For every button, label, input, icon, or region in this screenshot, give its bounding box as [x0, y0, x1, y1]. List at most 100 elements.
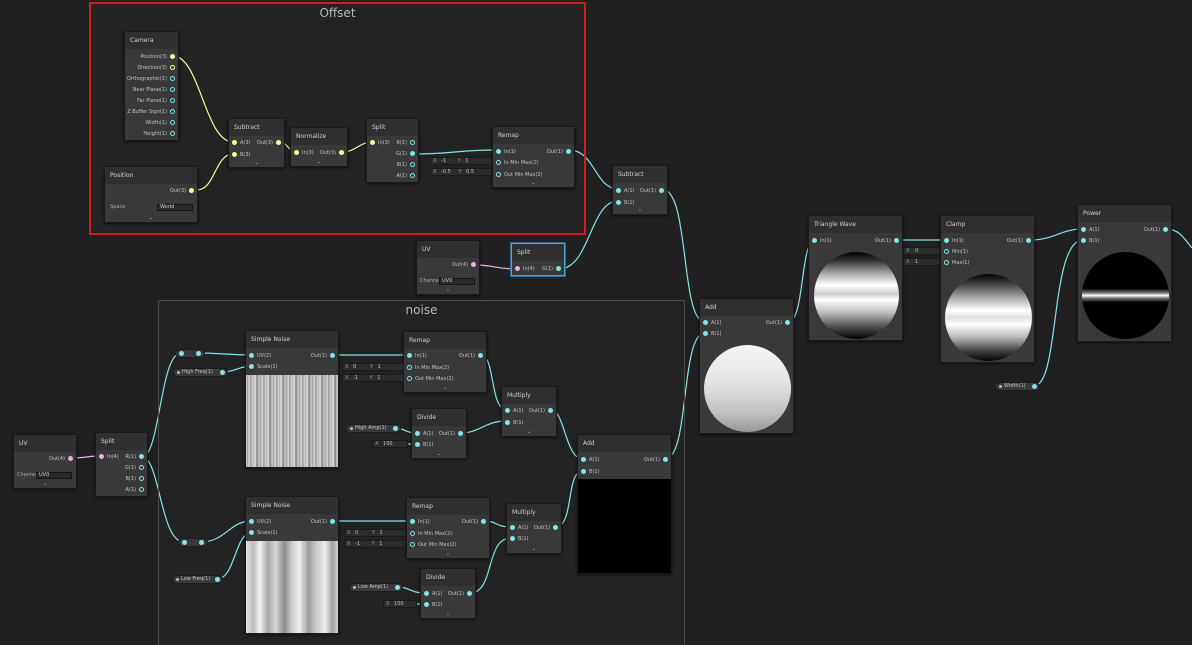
reroute-out-port[interactable]: [196, 351, 201, 356]
multiply-a-port[interactable]: [505, 408, 510, 413]
divide-a-port[interactable]: [424, 591, 429, 596]
collapse-chevron[interactable]: ⌄: [148, 215, 154, 221]
clamp-in-port[interactable]: [944, 238, 949, 243]
subtract-node[interactable]: Subtract A(3) B(3) Out(3) ⌄: [228, 118, 285, 168]
add-b-port[interactable]: [703, 331, 708, 336]
remap-outminmax-port[interactable]: [496, 172, 501, 177]
camera-node[interactable]: Camera Position(3) Direction(3) Orthogra…: [124, 31, 179, 141]
clamp-max-port[interactable]: [944, 260, 949, 265]
remap-in-port[interactable]: [410, 519, 415, 524]
divide-out-port[interactable]: [467, 591, 472, 596]
add-b-port[interactable]: [581, 469, 586, 474]
camera-port[interactable]: [170, 131, 175, 136]
remap-inminmax-port[interactable]: [496, 160, 501, 165]
normalize-in-port[interactable]: [294, 150, 299, 155]
reroute-node[interactable]: [175, 349, 205, 358]
reroute-out-port[interactable]: [199, 540, 204, 545]
multiply-a-port[interactable]: [510, 525, 515, 530]
max-value[interactable]: 1: [915, 259, 919, 265]
collapse-chevron[interactable]: ⌄: [254, 160, 259, 166]
simple-noise-node[interactable]: Simple Noise UV(2) Scale(1) Out(1): [245, 330, 339, 468]
split-b-port[interactable]: [139, 476, 144, 481]
collapse-chevron[interactable]: ⌄: [42, 481, 48, 487]
multiply-out-port[interactable]: [553, 525, 558, 530]
multiply-node[interactable]: Multiply A(1) B(1) Out(1) ⌄: [501, 386, 557, 437]
split-in-port[interactable]: [515, 266, 520, 271]
camera-port[interactable]: [170, 98, 175, 103]
split-in-port[interactable]: [370, 140, 375, 145]
noise-out-port[interactable]: [330, 353, 335, 358]
remap-out-port[interactable]: [566, 149, 571, 154]
split-in-port[interactable]: [99, 454, 104, 459]
divide-out-port[interactable]: [458, 431, 463, 436]
x-value[interactable]: -1: [353, 375, 359, 381]
camera-position-port[interactable]: [170, 54, 175, 59]
remap-inminmax-input[interactable]: X -1 Y 1: [430, 157, 492, 165]
width-property[interactable]: Width(1): [995, 382, 1040, 391]
power-out-port[interactable]: [1163, 227, 1168, 232]
collapse-chevron[interactable]: ⌄: [445, 551, 451, 557]
collapse-chevron[interactable]: ⌄: [526, 429, 532, 435]
subtract-out-port[interactable]: [659, 188, 664, 193]
split-g-port[interactable]: [410, 151, 415, 156]
y-value[interactable]: 1: [465, 158, 469, 164]
clamp-min-input[interactable]: X 0: [903, 247, 940, 255]
position-node[interactable]: Position Out(3) Space World ⌄: [104, 166, 198, 223]
collapse-chevron[interactable]: ⌄: [445, 287, 451, 293]
y-value[interactable]: 1: [379, 541, 383, 547]
triangle-out-port[interactable]: [894, 238, 899, 243]
x-value[interactable]: 0: [355, 530, 359, 536]
camera-port[interactable]: [170, 87, 175, 92]
clamp-min-port[interactable]: [944, 249, 949, 254]
uv-out-port[interactable]: [471, 262, 476, 267]
noise-out-port[interactable]: [330, 519, 335, 524]
split-node[interactable]: Split In(3) R(1) G(1) B(1) A(1): [366, 118, 419, 183]
subtract-out-port[interactable]: [276, 140, 281, 145]
noise-scale-port[interactable]: [249, 364, 254, 369]
normalize-node[interactable]: Normalize In(3) Out(3) ⌄: [290, 127, 348, 167]
split-r-port[interactable]: [410, 140, 415, 145]
remap-inminmax-port[interactable]: [407, 365, 412, 370]
uv-node[interactable]: UV Out(4) Channe UV0 ⌄: [416, 240, 480, 295]
power-node[interactable]: Power A(1) B(1) Out(1): [1077, 204, 1172, 342]
subtract-a-port[interactable]: [232, 140, 237, 145]
camera-port[interactable]: [170, 120, 175, 125]
collapse-chevron[interactable]: ⌄: [637, 207, 643, 213]
divide-node[interactable]: Divide A(1) B(1) Out(1) ⌄: [411, 408, 467, 459]
y-value[interactable]: 1: [377, 364, 381, 370]
x-value[interactable]: -1: [441, 158, 447, 164]
split-r-port[interactable]: [139, 454, 144, 459]
subtract-b-port[interactable]: [232, 152, 237, 157]
b-value[interactable]: 100: [383, 441, 393, 447]
remap-inminmax-input[interactable]: X 0 Y 1: [342, 363, 404, 371]
x-value[interactable]: 0: [353, 364, 357, 370]
collapse-chevron[interactable]: ⌄: [531, 180, 536, 186]
channel-dropdown[interactable]: UV0: [439, 278, 475, 285]
reroute-in-port[interactable]: [179, 351, 184, 356]
clamp-out-port[interactable]: [1026, 238, 1031, 243]
split-a-port[interactable]: [139, 487, 144, 492]
x-value[interactable]: -1: [355, 541, 361, 547]
space-dropdown[interactable]: World: [157, 204, 193, 211]
add-out-port[interactable]: [785, 320, 790, 325]
multiply-b-port[interactable]: [510, 536, 515, 541]
channel-dropdown[interactable]: UV0: [36, 472, 72, 479]
remap-in-port[interactable]: [496, 149, 501, 154]
low-amp-property[interactable]: Low Amp(1): [349, 583, 403, 592]
high-freq-property[interactable]: High Freq(1): [173, 368, 228, 377]
uv-node[interactable]: UV Out(4) Channe UV0 ⌄: [13, 434, 77, 489]
remap-node[interactable]: Remap In(1) In Min Max(2) Out Min Max(2)…: [492, 126, 575, 188]
low-amp-out-port[interactable]: [395, 585, 400, 590]
subtract-node[interactable]: Subtract A(1) B(1) Out(1) ⌄: [612, 165, 668, 215]
width-out-port[interactable]: [1032, 384, 1037, 389]
camera-port[interactable]: [170, 109, 175, 114]
split-g-port[interactable]: [556, 266, 561, 271]
subtract-a-port[interactable]: [616, 188, 621, 193]
power-a-port[interactable]: [1081, 227, 1086, 232]
split-node[interactable]: Split In(4) R(1) G(1) B(1) A(1): [95, 432, 148, 497]
divide-node[interactable]: Divide A(1) B(1) Out(1) ⌄: [420, 568, 476, 619]
offset-group[interactable]: Offset: [89, 2, 586, 235]
camera-port[interactable]: [170, 76, 175, 81]
y-value[interactable]: 1: [377, 375, 381, 381]
remap-node[interactable]: Remap In(1) In Min Max(2) Out Min Max(2)…: [403, 331, 487, 393]
